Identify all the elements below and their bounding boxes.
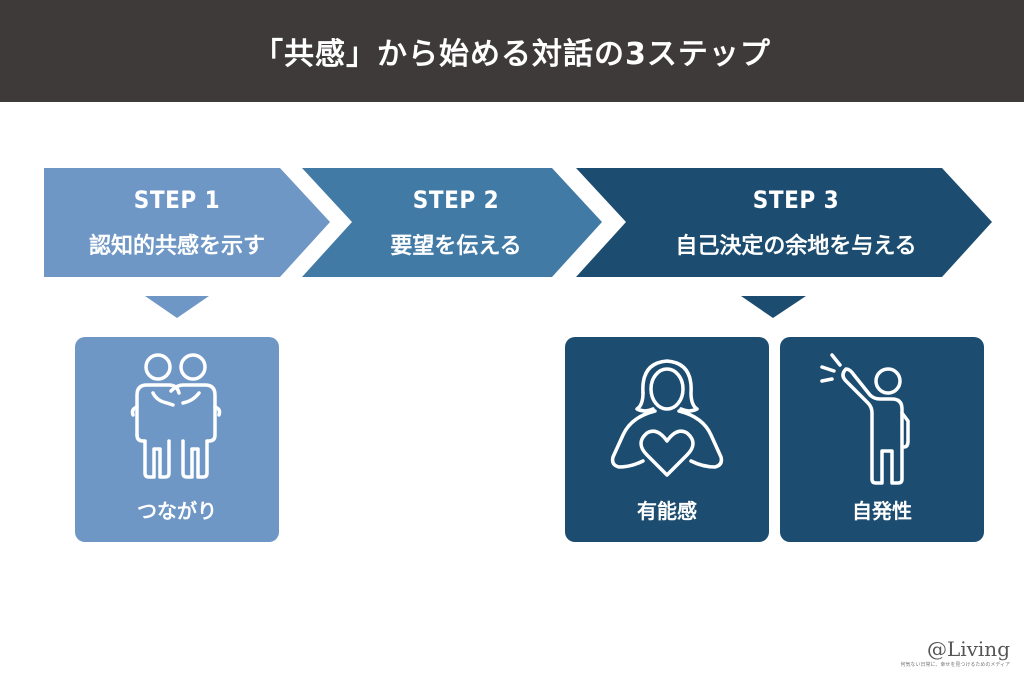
card-autonomy-label: 自発性 bbox=[852, 499, 912, 523]
logo-tagline: 何気ない日常に、幸せを見つけるためのメディア bbox=[900, 662, 1010, 668]
logo-text: @Living bbox=[926, 637, 1010, 661]
step-3-title: 自己決定の余地を与える bbox=[675, 234, 917, 259]
two-people-embrace-icon bbox=[130, 353, 222, 479]
card-competence: 有能感 bbox=[565, 337, 769, 542]
person-raising-hand-icon bbox=[820, 353, 910, 485]
card-connection-label: つながり bbox=[137, 499, 217, 523]
step-2-label: STEP 2 bbox=[412, 186, 500, 214]
step-3: STEP 3 自己決定の余地を与える bbox=[626, 186, 966, 260]
step-3-arrow bbox=[576, 168, 992, 277]
step-1-pointer bbox=[145, 296, 209, 318]
step-1-arrow bbox=[44, 168, 330, 277]
card-connection: つながり bbox=[75, 337, 279, 542]
brand-logo: @Living 何気ない日常に、幸せを見つけるためのメディア bbox=[900, 639, 1010, 668]
step-3-label: STEP 3 bbox=[752, 186, 840, 214]
step-2: STEP 2 要望を伝える bbox=[340, 186, 572, 260]
person-holding-heart-icon bbox=[610, 359, 724, 477]
header-bar: 「共感」から始める対話の3ステップ bbox=[0, 0, 1024, 102]
step-2-arrow bbox=[302, 168, 602, 277]
step-3-pointer bbox=[741, 296, 806, 318]
step-1: STEP 1 要望を伝える 認知的共感を示す bbox=[44, 186, 310, 260]
card-competence-label: 有能感 bbox=[637, 499, 697, 523]
step-1-label: STEP 1 bbox=[133, 186, 221, 214]
page-title: 「共感」から始める対話の3ステップ bbox=[253, 37, 771, 72]
step-2-title: 要望を伝える bbox=[390, 234, 522, 259]
step-1-title-text: 認知的共感を示す bbox=[88, 234, 265, 259]
card-autonomy: 自発性 bbox=[780, 337, 984, 542]
